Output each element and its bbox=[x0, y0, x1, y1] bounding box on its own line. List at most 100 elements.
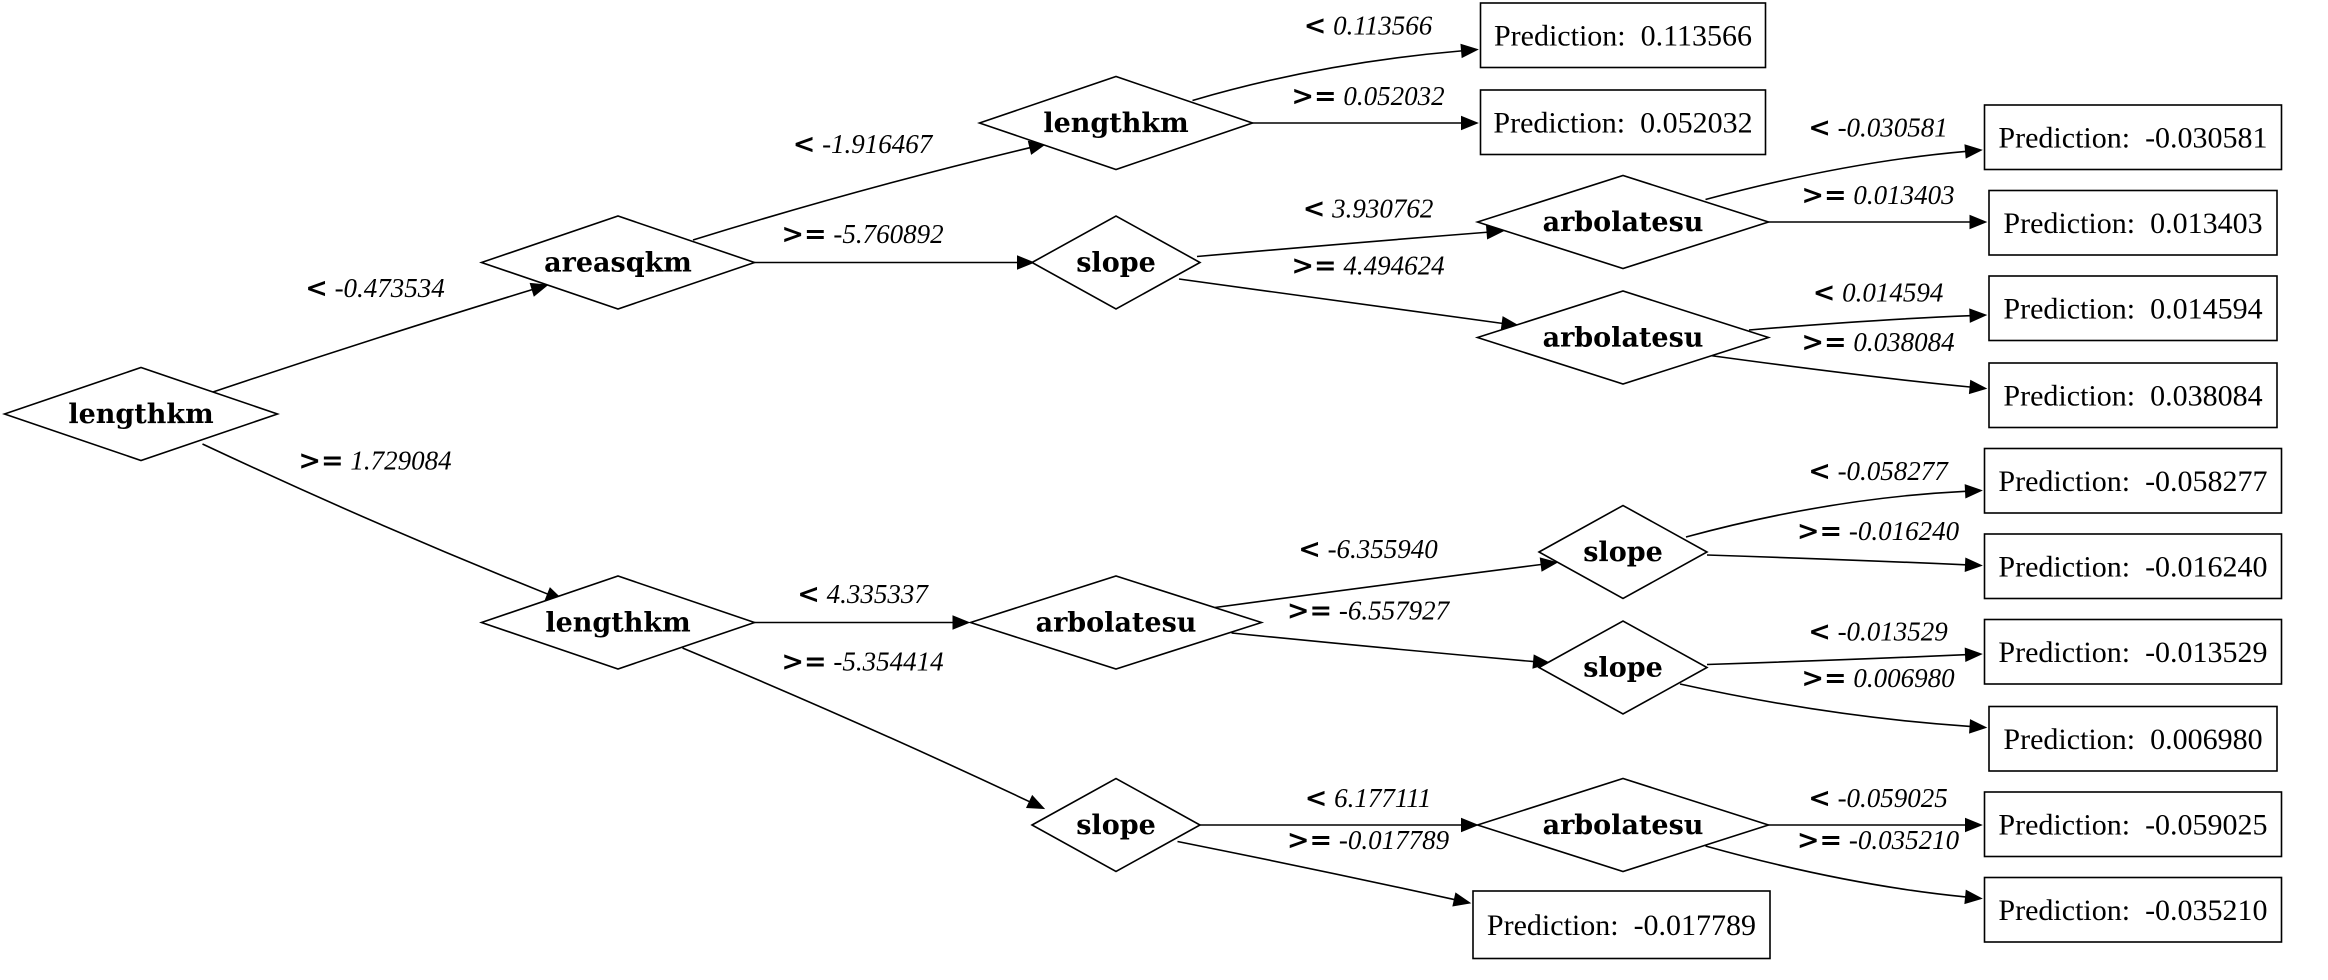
edge-threshold: 0.052032 bbox=[1343, 81, 1444, 111]
edge-label: < -0.059025 bbox=[1808, 783, 1948, 814]
edge-label: < -6.355940 bbox=[1298, 534, 1438, 565]
leaf-node-label: Prediction: 0.014594 bbox=[2003, 292, 2262, 325]
edge-label: >= 0.038084 bbox=[1801, 327, 1954, 358]
edge-label: < -0.030581 bbox=[1808, 113, 1948, 144]
edge-operator: < bbox=[1813, 278, 1836, 309]
leaf-node: Prediction: -0.013529 bbox=[1983, 618, 2283, 685]
decision-node-label: arbolatesu bbox=[1543, 810, 1704, 841]
edge-operator: >= bbox=[298, 446, 343, 477]
edge-arrowhead bbox=[1969, 214, 1988, 230]
decision-node: slope bbox=[1537, 504, 1709, 600]
edge-threshold: 4.335337 bbox=[827, 579, 930, 609]
edge-label: < -0.058277 bbox=[1808, 456, 1949, 487]
edge-label: >= 0.052032 bbox=[1291, 81, 1444, 112]
decision-node: slope bbox=[1030, 777, 1202, 873]
leaf-node-label: Prediction: 0.113566 bbox=[1494, 19, 1752, 52]
decision-node-label: arbolatesu bbox=[1036, 608, 1197, 639]
leaf-node: Prediction: 0.113566 bbox=[1479, 2, 1767, 69]
decision-node: lengthkm bbox=[479, 575, 757, 670]
edge-arrowhead bbox=[1969, 719, 1988, 734]
edge-spacer bbox=[1337, 81, 1344, 111]
edge-label: >= 0.013403 bbox=[1801, 180, 1954, 211]
leaf-node-label: Prediction: -0.013529 bbox=[1998, 636, 2267, 669]
edge-line bbox=[1192, 50, 1462, 102]
leaf-node-label: Prediction: 0.052032 bbox=[1493, 106, 1752, 139]
edge-label: < 4.335337 bbox=[797, 579, 929, 610]
decision-node: areasqkm bbox=[479, 215, 757, 310]
decision-node-diamond bbox=[977, 75, 1255, 171]
leaf-node: Prediction: -0.016240 bbox=[1983, 533, 2283, 600]
edge-threshold: -1.916467 bbox=[822, 129, 934, 159]
edge-spacer bbox=[1831, 456, 1838, 486]
leaf-node-box bbox=[1988, 189, 2278, 256]
decision-node-diamond bbox=[967, 575, 1265, 670]
leaf-node-label: Prediction: -0.030581 bbox=[1998, 121, 2267, 154]
decision-node: arbolatesu bbox=[1474, 290, 1772, 385]
edge-spacer bbox=[1325, 194, 1332, 224]
leaf-node: Prediction: 0.052032 bbox=[1479, 89, 1767, 156]
edge-label: < 3.930762 bbox=[1303, 194, 1434, 225]
edge-threshold: -0.035210 bbox=[1849, 825, 1960, 855]
edge-arrowhead bbox=[1968, 379, 1988, 395]
decision-node-diamond bbox=[1474, 174, 1772, 270]
edge-label: >= -5.354414 bbox=[781, 647, 943, 678]
edge-spacer bbox=[1327, 783, 1334, 813]
leaf-node-box bbox=[1988, 705, 2278, 772]
edge-threshold: -0.013529 bbox=[1838, 617, 1949, 647]
edge-arrowhead bbox=[1964, 889, 1983, 905]
edge-line bbox=[1685, 490, 1966, 538]
decision-node-diamond bbox=[1474, 777, 1772, 873]
leaf-node-box bbox=[1479, 89, 1767, 156]
edge-line bbox=[1196, 231, 1488, 258]
decision-node-diamond bbox=[2, 366, 280, 462]
edge-label: < -0.013529 bbox=[1808, 617, 1948, 648]
edge-line bbox=[1748, 314, 1971, 331]
edge-threshold: 0.013403 bbox=[1853, 180, 1954, 210]
edge-line bbox=[1709, 354, 1971, 388]
edge-spacer bbox=[815, 129, 822, 159]
edge-line bbox=[1178, 278, 1503, 325]
edge-operator: < bbox=[1304, 11, 1327, 42]
edge-arrowhead bbox=[1969, 308, 1988, 323]
edge-threshold: -0.016240 bbox=[1849, 516, 1960, 546]
edge-line bbox=[1705, 150, 1966, 201]
leaf-node-label: Prediction: -0.035210 bbox=[1998, 894, 2267, 927]
edge-threshold: -0.059025 bbox=[1838, 783, 1948, 813]
edge-spacer bbox=[1842, 825, 1849, 855]
edge-arrowhead bbox=[1485, 225, 1505, 240]
leaf-node: Prediction: 0.038084 bbox=[1988, 362, 2278, 429]
edge-operator: >= bbox=[781, 219, 826, 250]
decision-node-label: lengthkm bbox=[545, 608, 690, 639]
edge-operator: < bbox=[1808, 113, 1831, 144]
leaf-node-box bbox=[1983, 791, 2283, 858]
edge-arrowhead bbox=[1461, 115, 1479, 131]
edge-operator: >= bbox=[1287, 596, 1332, 627]
edge-label: < -0.473534 bbox=[305, 273, 445, 304]
edge-arrowhead bbox=[1964, 484, 1983, 499]
leaf-node-box bbox=[1472, 890, 1771, 960]
edge-spacer bbox=[1847, 663, 1854, 693]
edge-spacer bbox=[1332, 596, 1339, 626]
edge-spacer bbox=[1831, 617, 1838, 647]
edge-spacer bbox=[328, 273, 335, 303]
edge-operator: >= bbox=[1801, 180, 1846, 211]
decision-node-diamond bbox=[1474, 290, 1772, 385]
edge-label: >= -0.035210 bbox=[1797, 825, 1960, 856]
decision-node-diamond bbox=[1537, 620, 1709, 715]
decision-node: lengthkm bbox=[977, 75, 1255, 171]
edge-spacer bbox=[827, 219, 834, 249]
decision-node: arbolatesu bbox=[1474, 777, 1772, 873]
decision-node-label: lengthkm bbox=[1043, 108, 1188, 139]
edge-threshold: -0.058277 bbox=[1838, 456, 1950, 486]
leaf-node-label: Prediction: 0.013403 bbox=[2003, 207, 2262, 240]
decision-node-label: slope bbox=[1583, 653, 1663, 684]
edge-line bbox=[1706, 653, 1966, 666]
edge-label: >= -0.016240 bbox=[1797, 516, 1960, 547]
decision-node-label: slope bbox=[1583, 537, 1663, 568]
edge-arrowhead bbox=[1539, 557, 1559, 572]
leaf-node-label: Prediction: -0.017789 bbox=[1487, 909, 1756, 942]
leaf-node-label: Prediction: -0.058277 bbox=[1998, 465, 2267, 498]
decision-node: lengthkm bbox=[2, 366, 280, 462]
decision-node-diamond bbox=[479, 575, 757, 670]
edge-arrowhead bbox=[1964, 647, 1983, 662]
